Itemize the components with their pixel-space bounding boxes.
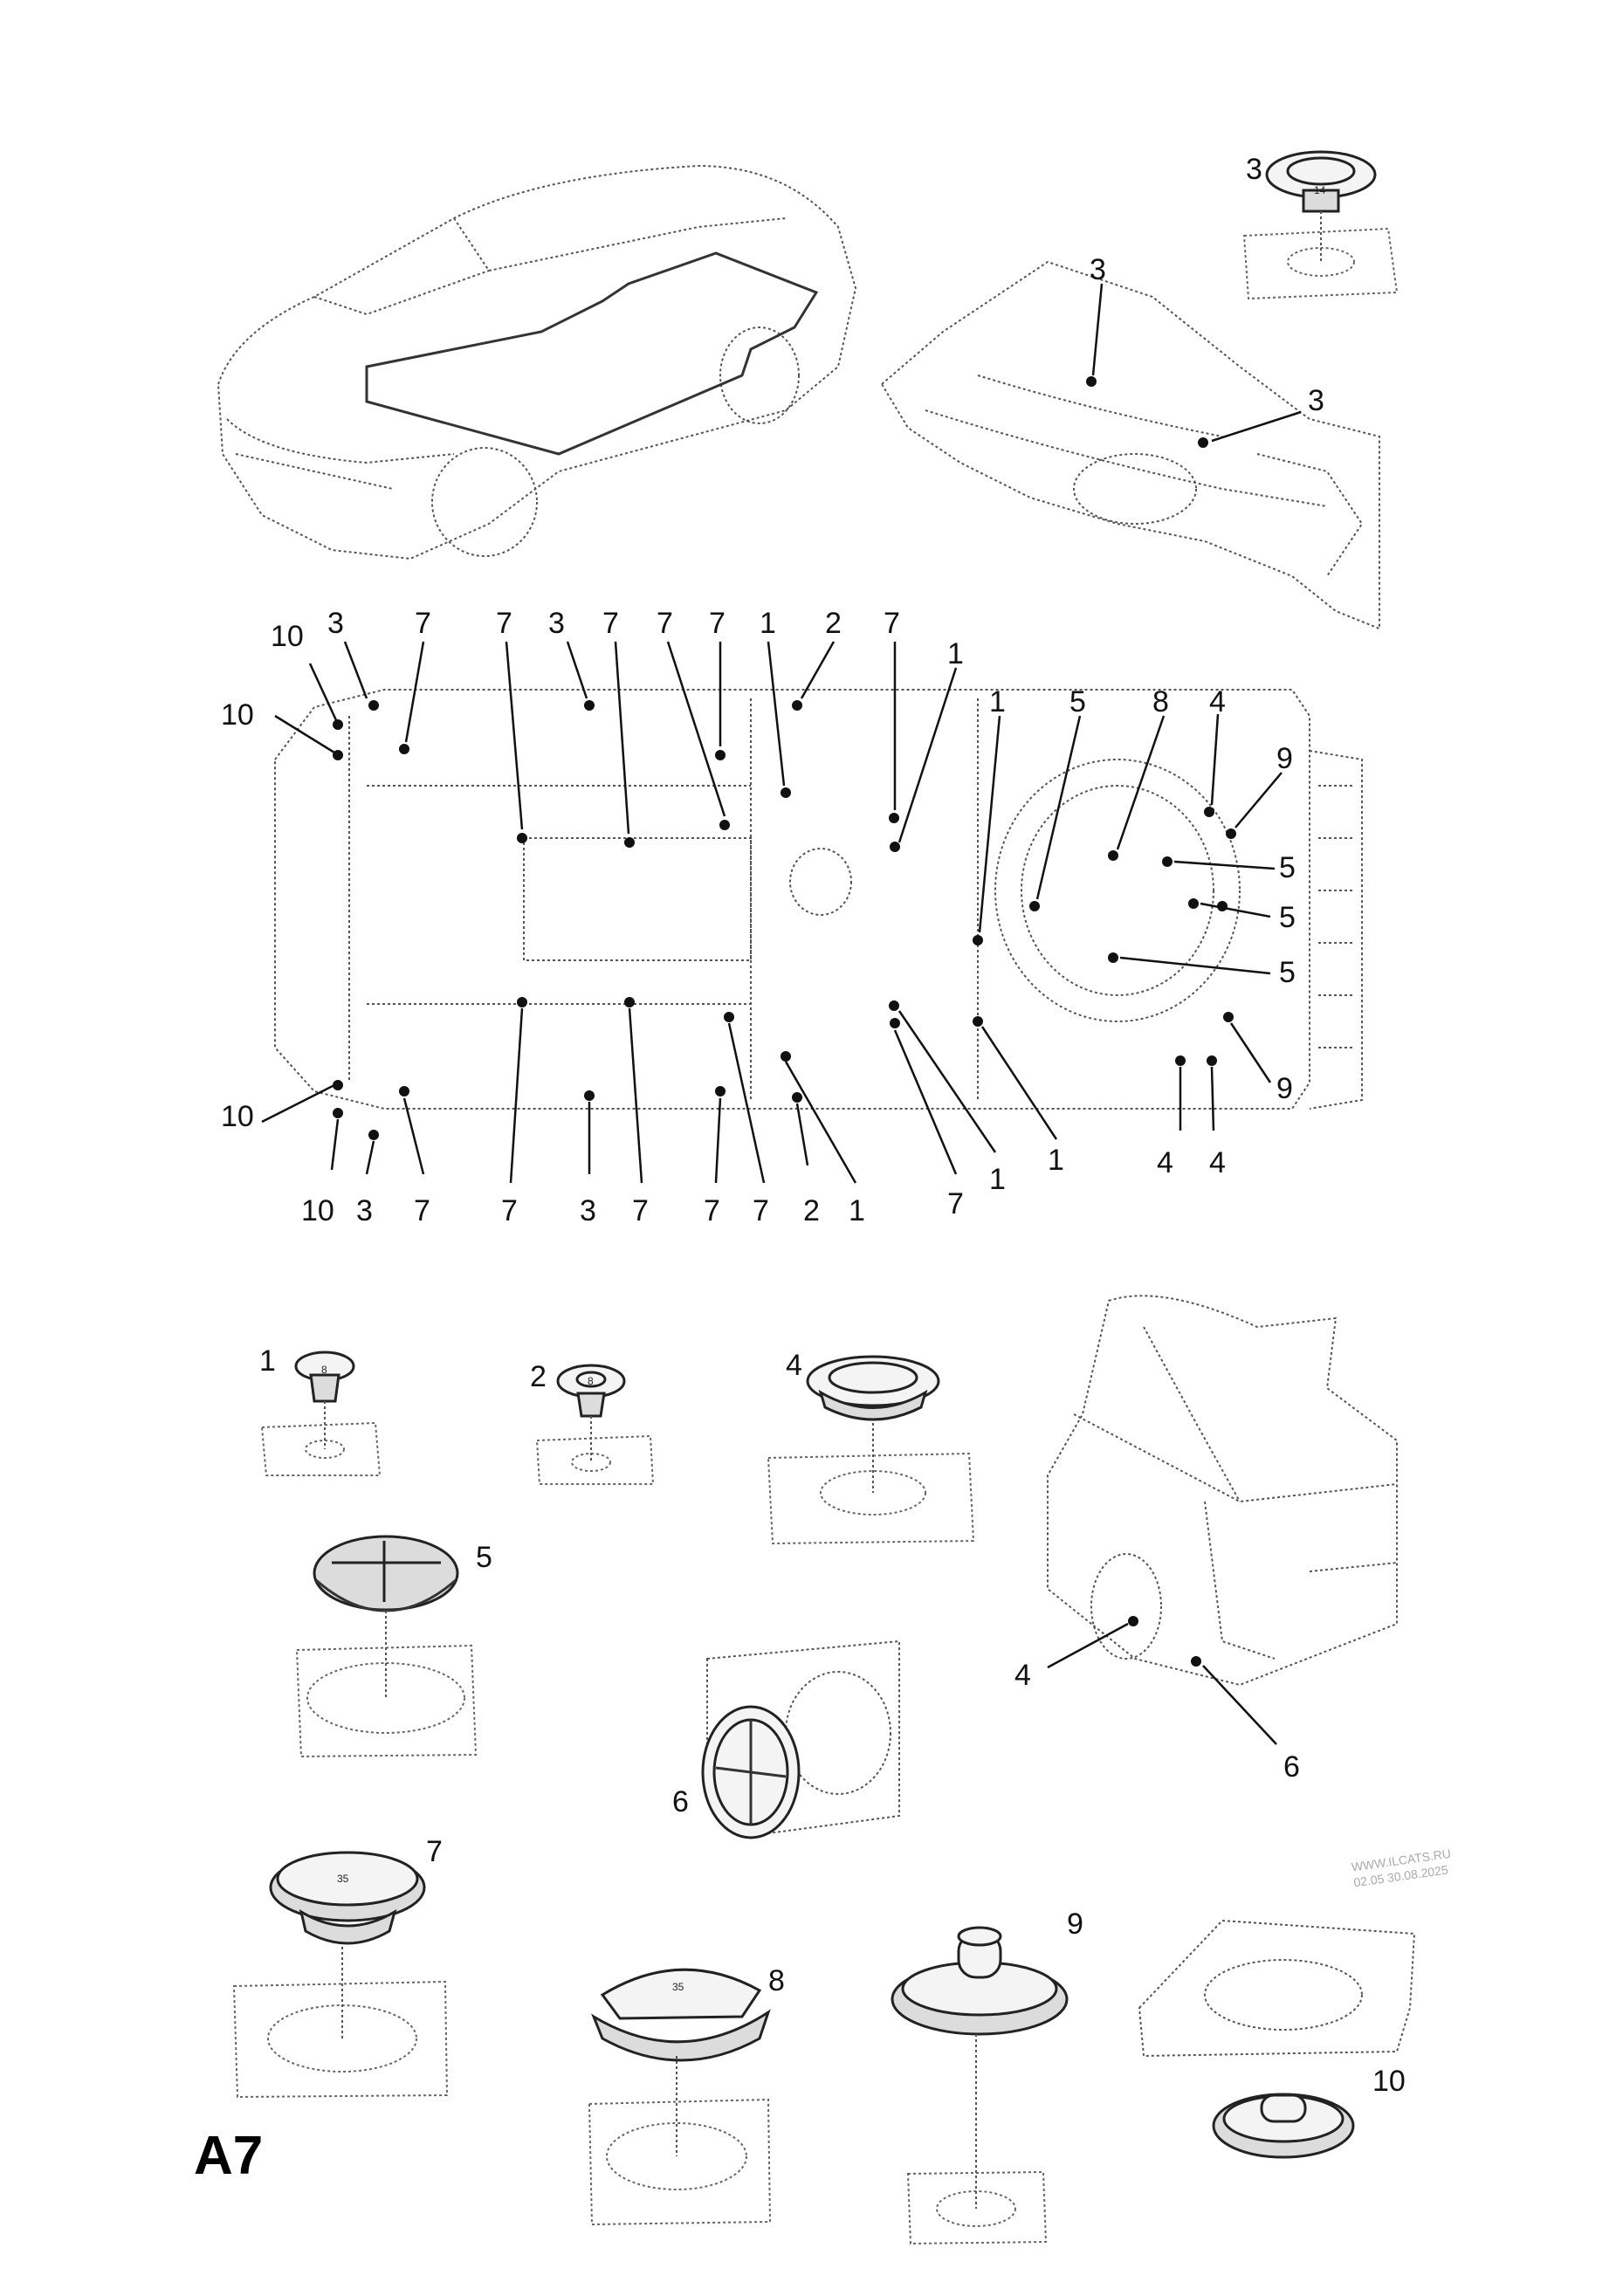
stamp-3: 14 [1314, 184, 1326, 196]
floor-top-label-3: 7 [415, 607, 431, 640]
floor-top-label-7: 7 [657, 607, 673, 640]
floor-top-label-1: 10 [271, 620, 304, 653]
rear-label-4: 4 [1014, 1659, 1031, 1692]
part-label-4: 4 [786, 1349, 802, 1382]
floor-right-label-1: 9 [1276, 742, 1293, 775]
floor-left-label-2: 10 [221, 1100, 254, 1133]
plug-part-8: 35 [588, 1968, 772, 2226]
floor-bottom-label-10: 1 [849, 1194, 865, 1227]
floor-top-label-12: 1 [947, 637, 964, 670]
part-label-2: 2 [530, 1360, 547, 1393]
floor-top-label-15: 8 [1152, 685, 1169, 718]
floor-bottom-label-5: 3 [580, 1194, 596, 1227]
rear-car-drawing [1047, 1295, 1398, 1687]
plug-part-2: 8 [535, 1364, 655, 1485]
part-label-7: 7 [426, 1835, 443, 1868]
label-upper-3a: 3 [1090, 253, 1106, 286]
part-label-5: 5 [476, 1541, 492, 1574]
plug-part-7: 35 [232, 1851, 449, 2099]
fixing-point-rear-6 [1191, 1656, 1201, 1667]
floor-top-label-4: 7 [496, 607, 512, 640]
floor-bottom-label-2: 3 [356, 1194, 373, 1227]
plug-part-4 [767, 1355, 975, 1545]
floor-right-label-5: 9 [1276, 1072, 1293, 1105]
part-label-6: 6 [672, 1785, 689, 1818]
rear-label-6: 6 [1283, 1750, 1300, 1784]
floor-right-label-2: 5 [1279, 851, 1296, 884]
floor-bottom-label-8: 7 [753, 1194, 769, 1227]
floor-top-label-14: 5 [1069, 685, 1086, 718]
floor-top-label-8: 7 [709, 607, 726, 640]
floor-top-label-13: 1 [989, 685, 1006, 718]
floor-top-label-6: 7 [602, 607, 619, 640]
plug-part-6 [701, 1640, 900, 1839]
floor-bottom-label-15: 4 [1209, 1146, 1226, 1179]
floor-bottom-label-14: 4 [1157, 1146, 1173, 1179]
plug-part-9 [891, 1926, 1069, 2245]
stamp-8: 35 [672, 1981, 684, 1993]
part-label-10: 10 [1372, 2065, 1406, 2098]
leader-3b [1211, 410, 1302, 443]
plug-part-3: 14 [1242, 150, 1399, 300]
part-label-9: 9 [1067, 1908, 1083, 1941]
floor-top-label-11: 7 [884, 607, 900, 640]
plug-part-1: 8 [260, 1351, 382, 1476]
floor-top-label-10: 2 [825, 607, 842, 640]
part-label-8: 8 [768, 1964, 785, 1997]
label-upper-3b: 3 [1308, 384, 1324, 417]
bulkhead-drawing [880, 260, 1380, 630]
floor-bottom-label-3: 7 [414, 1194, 430, 1227]
page-code: A7 [194, 2126, 263, 2186]
leader-rear-6 [1202, 1665, 1277, 1745]
floor-bottom-label-13: 1 [1048, 1144, 1064, 1177]
floor-top-label-9: 1 [760, 607, 776, 640]
floor-right-label-4: 5 [1279, 956, 1296, 989]
floor-top-label-2: 3 [327, 607, 344, 640]
part-label-1: 1 [259, 1344, 276, 1378]
plug-part-10 [1138, 1919, 1416, 2159]
stamp-1: 8 [321, 1364, 327, 1376]
floor-top-label-16: 4 [1209, 685, 1226, 718]
leader-3a [1091, 283, 1104, 376]
floor-bottom-label-4: 7 [501, 1194, 518, 1227]
car-overview-drawing [217, 164, 857, 560]
floor-bottom-label-7: 7 [704, 1194, 720, 1227]
label-upper-3c: 3 [1246, 153, 1262, 186]
floor-bottom-label-6: 7 [632, 1194, 649, 1227]
floor-leader-lines [261, 641, 1283, 1184]
floor-left-label-1: 10 [221, 698, 254, 732]
underbody-floor-drawing [274, 689, 1363, 1110]
stamp-7: 35 [337, 1873, 349, 1885]
floor-right-label-3: 5 [1279, 901, 1296, 934]
floor-top-label-5: 3 [548, 607, 565, 640]
floor-bottom-label-1: 10 [301, 1194, 334, 1227]
floor-fixing-points [333, 700, 1236, 1140]
floor-bottom-label-12: 1 [989, 1163, 1006, 1196]
fixing-point-3b [1198, 437, 1208, 448]
floor-bottom-label-9: 2 [803, 1194, 820, 1227]
stamp-2: 8 [588, 1375, 594, 1387]
fixing-point-rear-4 [1128, 1616, 1138, 1626]
leader-rear-4 [1047, 1622, 1129, 1669]
fixing-point-3a [1086, 376, 1097, 387]
plug-part-5 [295, 1535, 478, 1758]
floor-bottom-label-11: 7 [947, 1187, 964, 1220]
watermark: WWW.ILCATS.RU 02.05 30.08.2025 [1351, 1846, 1452, 1890]
